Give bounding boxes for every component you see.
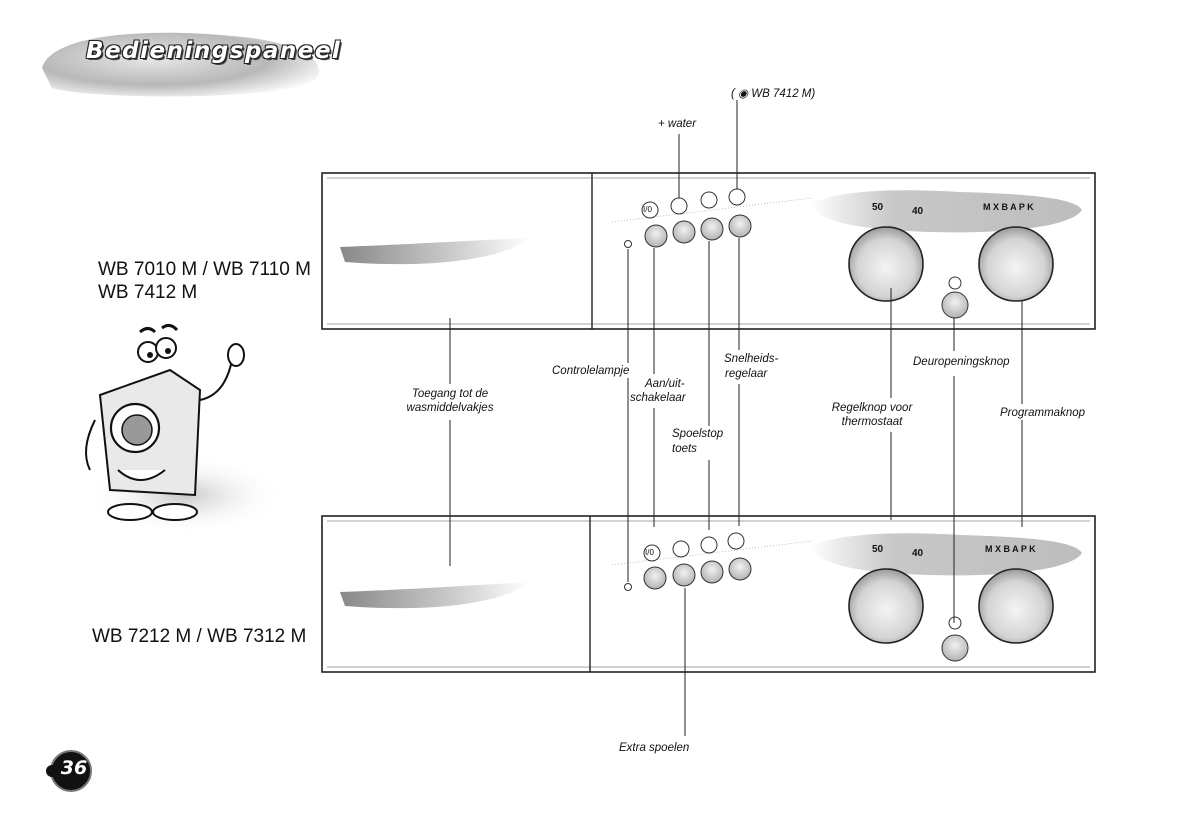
program-letters-bottom: M X B A P K [985, 544, 1036, 554]
page-number: 36 [60, 757, 88, 779]
label-deuropeningsknop: Deuropeningsknop [913, 356, 1010, 368]
onoff-symbol-top: I/0 [643, 205, 652, 214]
wb7412-note: ( ◉ WB 7412 M) [731, 88, 815, 101]
leader-lines [449, 100, 1023, 736]
label-spoelstop-2: toets [672, 443, 697, 455]
model-label-bottom: WB 7212 M / WB 7312 M [92, 626, 307, 647]
paren-open: ( [731, 88, 735, 100]
temp-50-top: 50 [872, 202, 884, 213]
header-banner [42, 32, 320, 97]
onoff-symbol-bottom: I/0 [645, 548, 654, 557]
label-toegang-1: Toegang tot de [411, 388, 489, 400]
label-controlelampje: Controlelampje [552, 365, 630, 377]
temp-40-top: 40 [912, 206, 924, 217]
page-title: Bedieningspaneel [86, 38, 342, 64]
label-aan-uit-1: Aan/uit- [645, 378, 685, 390]
detergent-drawer-handle [340, 582, 530, 609]
label-toegang-2: wasmiddelvakjes [406, 402, 494, 414]
label-regelknop-2: thermostaat [841, 416, 903, 428]
model-label-top-2: WB 7412 M [98, 282, 198, 303]
bottom-panel [321, 515, 1096, 673]
temp-50-bottom: 50 [872, 544, 884, 555]
label-regelknop-1: Regelknop voor [831, 402, 913, 414]
label-spoelstop-1: Spoelstop [672, 428, 724, 440]
mascot-washing-machine [85, 323, 285, 535]
detergent-drawer-handle [340, 238, 530, 265]
label-aan-uit-2: schakelaar [630, 392, 686, 404]
label-plus-water: + water [658, 118, 697, 130]
label-extra-spoelen: Extra spoelen [619, 742, 690, 754]
temp-40-bottom: 40 [912, 548, 924, 559]
speed-icon: ◉ [734, 88, 752, 100]
label-programmaknop: Programmaknop [1000, 407, 1086, 419]
program-letters-top: M X B A P K [983, 202, 1034, 212]
page-number-badge [46, 750, 92, 792]
label-snelheids-1: Snelheids- [724, 353, 779, 365]
label-snelheids-2: regelaar [725, 368, 768, 380]
wb7412-note-text: WB 7412 M) [751, 88, 816, 100]
model-label-top-1: WB 7010 M / WB 7110 M [98, 259, 311, 280]
